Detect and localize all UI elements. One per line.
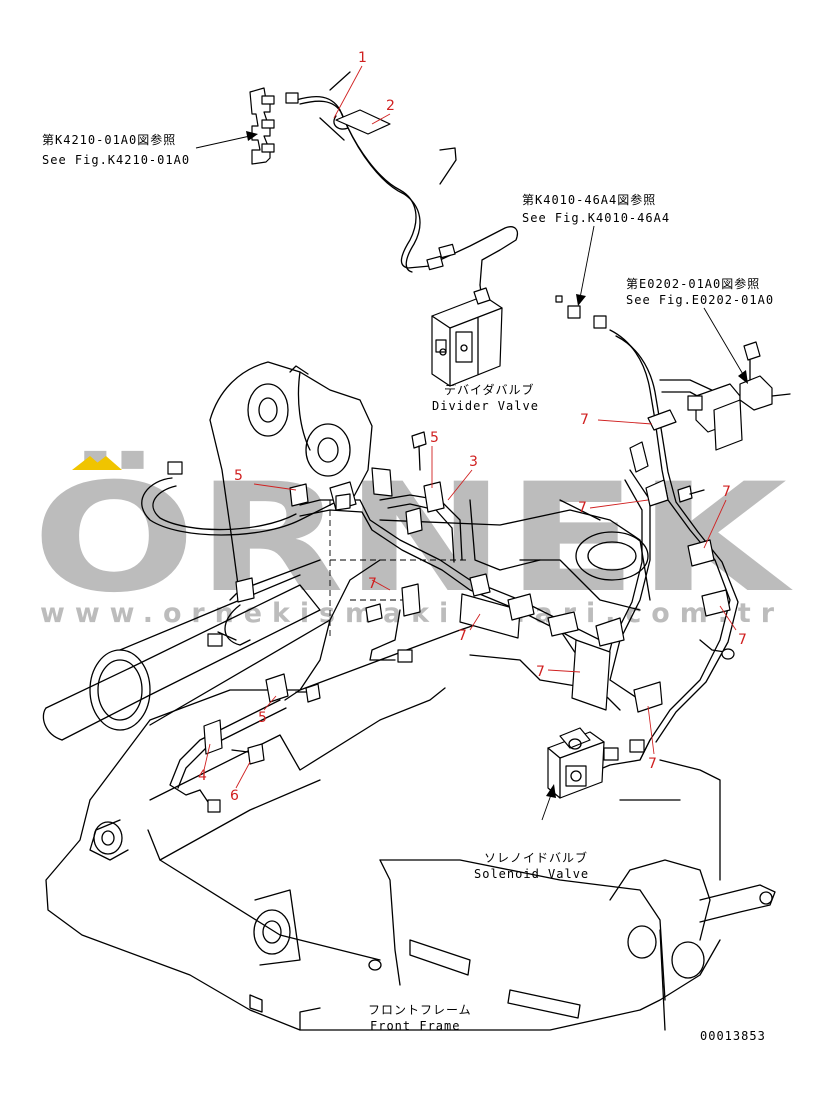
callout-2: 2 xyxy=(386,98,395,114)
callout-5-left: 5 xyxy=(234,468,243,484)
callout-7-c: 7 xyxy=(722,484,731,500)
callout-1: 1 xyxy=(358,50,367,66)
callout-3: 3 xyxy=(469,454,478,470)
protector-7b xyxy=(571,639,611,711)
ring-terminal xyxy=(721,648,735,660)
parts xyxy=(167,87,791,813)
watermark-accent-right xyxy=(88,456,122,470)
front-frame-label-en: Front Frame xyxy=(370,1019,460,1033)
connector-k4010-b xyxy=(593,315,607,329)
clamp-2 xyxy=(335,109,391,135)
plug-center xyxy=(397,649,413,663)
component-labels: デバイダバルブ Divider Valve ソレノイドバルブ Solenoid … xyxy=(368,382,589,1033)
clamp-7c xyxy=(687,539,715,567)
reference-labels: 第K4210-01A0図参照 See Fig.K4210-01A0 第K4010… xyxy=(42,132,774,307)
callout-7-e: 7 xyxy=(458,628,467,644)
plug-solenoid-a xyxy=(629,739,645,753)
clamp-7e xyxy=(595,617,625,647)
connector-top-b xyxy=(438,243,456,259)
clamp-7a xyxy=(647,409,677,431)
plug-left xyxy=(167,461,183,475)
plug-solenoid-b xyxy=(603,747,619,761)
clamp-3 xyxy=(405,507,423,535)
solenoid-valve-label-jp: ソレノイドバルブ xyxy=(484,850,588,865)
sensor-assembly-e0202 xyxy=(687,341,791,451)
clamp-7b xyxy=(645,479,669,507)
clamp-cyl xyxy=(235,577,255,603)
drawing-number: 00013853 xyxy=(700,1029,766,1043)
solenoid-valve-drawing xyxy=(547,727,605,799)
connector-plug xyxy=(285,92,299,104)
bolt-6 xyxy=(247,743,265,765)
callout-6: 6 xyxy=(230,788,239,804)
callout-7-d: 7 xyxy=(738,632,747,648)
callout-numbers: 1 2 3 4 5 5 5 6 7 7 7 7 7 7 7 7 xyxy=(198,50,747,804)
protector-7 xyxy=(459,593,521,639)
ref-k4210-en: See Fig.K4210-01A0 xyxy=(42,153,190,167)
front-frame-label-jp: フロントフレーム xyxy=(368,1003,472,1017)
ref-k4010-jp: 第K4010-46A4図参照 xyxy=(522,192,656,207)
bracket-7 xyxy=(629,441,649,473)
clamp-mid xyxy=(469,573,491,597)
ref-e0202-en: See Fig.E0202-01A0 xyxy=(626,293,774,307)
callout-7-h: 7 xyxy=(368,576,377,592)
clamp-7h xyxy=(547,611,579,637)
clamp-4 xyxy=(203,719,223,755)
plug-bottom xyxy=(207,799,221,813)
ref-k4010-en: See Fig.K4010-46A4 xyxy=(522,211,670,225)
callout-7-b: 7 xyxy=(578,500,587,516)
clamp-5b xyxy=(423,481,445,513)
clamp-5a xyxy=(289,483,309,507)
connector-top-a xyxy=(426,255,444,271)
bracket-left xyxy=(371,467,393,497)
callout-5-lower: 5 xyxy=(258,710,267,726)
callout-7-a: 7 xyxy=(580,412,589,428)
clamp-5c xyxy=(265,673,289,703)
divider-valve-label-jp: デバイダバルブ xyxy=(444,382,535,397)
solenoid-valve-label-en: Solenoid Valve xyxy=(474,867,589,881)
bolts xyxy=(231,431,705,765)
divider-valve-label-en: Divider Valve xyxy=(432,399,539,413)
callout-7-f: 7 xyxy=(536,664,545,680)
clamp-7g xyxy=(507,593,535,621)
callout-5-top: 5 xyxy=(430,430,439,446)
clamp-7d xyxy=(701,589,731,617)
ref-e0202-jp: 第E0202-01A0図参照 xyxy=(626,276,760,291)
ref-k4210-jp: 第K4210-01A0図参照 xyxy=(42,132,176,147)
front-frame-drawing xyxy=(42,361,776,1031)
connector-block-k4210 xyxy=(249,87,299,165)
divider-valve-drawing xyxy=(431,287,503,387)
callout-7-g: 7 xyxy=(648,756,657,772)
clamp-lower xyxy=(401,583,421,617)
clamp-7f xyxy=(633,681,663,713)
leader-lines xyxy=(195,65,748,821)
plug-cyl xyxy=(207,633,223,647)
connector-k4010-a xyxy=(567,305,581,319)
callout-4: 4 xyxy=(198,768,207,784)
